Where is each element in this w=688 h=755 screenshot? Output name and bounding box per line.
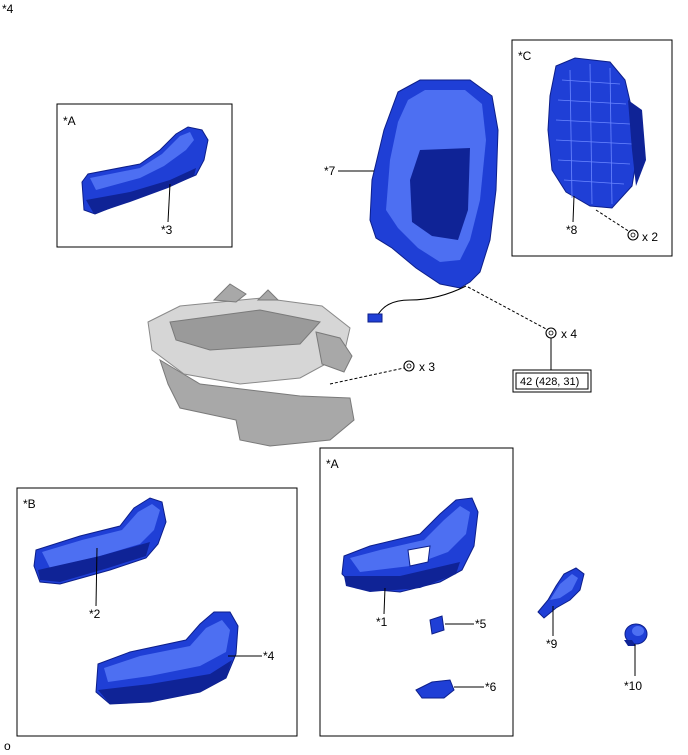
torque-box-inner — [515, 372, 589, 390]
seat-cushion-frame — [147, 283, 355, 447]
part-10-stem — [624, 640, 636, 646]
part-4-shadow — [98, 660, 232, 704]
part-2-leader — [95, 547, 98, 607]
page-bottom-label: o — [4, 739, 11, 753]
seatback-bolt-dashed-line — [467, 286, 549, 331]
seat-bolt-dashed-line — [329, 367, 405, 385]
part-5-shape — [429, 615, 445, 635]
seatback-wire-harness — [375, 285, 467, 319]
page-top-label: *4 — [2, 2, 14, 16]
detail-box-b-frame — [16, 487, 298, 737]
detail-box-c-frame — [511, 39, 673, 257]
part-8-grid — [555, 63, 633, 205]
seat-bolt-quantity: x 3 — [419, 360, 435, 374]
detail-box-b: *B *2 *4 — [16, 487, 298, 737]
torque-spec: 42 (428, 31) — [520, 376, 579, 388]
part-8-leader — [572, 195, 575, 223]
part-2-shadow — [38, 542, 150, 582]
part-3-shadow — [86, 168, 196, 214]
part-1-leader — [383, 587, 386, 615]
seatback-assembly: *7 — [324, 79, 499, 323]
seat-frame-hinge-left — [212, 283, 247, 303]
torque-box-outer — [512, 369, 592, 393]
seat-bolt-icon-inner — [406, 363, 412, 369]
part-6-label: *6 — [485, 680, 497, 694]
part-1-highlight — [350, 506, 470, 572]
part-4-highlight — [104, 620, 230, 682]
board-clip-quantity: x 2 — [642, 230, 658, 244]
part-8-label: *8 — [566, 223, 578, 237]
detail-box-a-top: *A *3 — [56, 103, 233, 248]
part-6-shape — [415, 679, 455, 699]
seat-frame-hinge-right — [256, 289, 280, 301]
part-3-leader — [167, 183, 171, 223]
part-9-group: *9 — [537, 567, 585, 651]
detail-box-a-bottom: *A *1 *5 *6 — [319, 447, 514, 737]
part-2-highlight — [42, 504, 160, 568]
seatback-bolt-icon-inner — [548, 330, 554, 336]
part-3-highlight — [90, 132, 194, 190]
board-clip-icon — [627, 229, 639, 241]
seatback-bolt-icon — [545, 327, 557, 339]
part-10-highlight — [632, 626, 644, 636]
detail-box-c: *C *8 x 2 — [511, 39, 673, 257]
detail-box-c-title: *C — [518, 49, 532, 63]
seat-frame-base — [159, 358, 355, 447]
seat-bolt-icon — [403, 360, 415, 372]
board-clip-icon-inner — [630, 232, 636, 238]
part-3-label: *3 — [161, 223, 173, 237]
seat-frame-recliner — [315, 331, 353, 373]
board-clip-dashed-line — [595, 209, 631, 233]
wire-connector — [367, 313, 383, 323]
part-1-label: *1 — [376, 615, 388, 629]
part-9-label: *9 — [546, 637, 558, 651]
part-10-group: *10 — [624, 623, 648, 693]
detail-box-a-bottom-title: *A — [326, 457, 339, 471]
part-2-label: *2 — [89, 607, 101, 621]
part-9-highlight — [550, 574, 578, 600]
seat-cushion-center — [169, 309, 321, 351]
detail-box-a-top-title: *A — [63, 114, 76, 128]
detail-box-a-bottom-frame — [319, 447, 514, 737]
part-5-label: *5 — [475, 617, 487, 631]
part-1-shadow — [344, 562, 460, 592]
part-1-switch-opening — [407, 545, 431, 567]
part-8-side — [628, 100, 646, 186]
part-10-label: *10 — [624, 679, 642, 693]
detail-box-a-top-frame — [56, 103, 233, 248]
seatback-bolt-quantity: x 4 — [561, 327, 577, 341]
detail-box-b-title: *B — [23, 497, 36, 511]
part-7-center-panel — [410, 148, 470, 240]
part-7-label: *7 — [324, 164, 336, 178]
part-8-shape — [547, 57, 639, 209]
part-4-label: *4 — [263, 649, 275, 663]
